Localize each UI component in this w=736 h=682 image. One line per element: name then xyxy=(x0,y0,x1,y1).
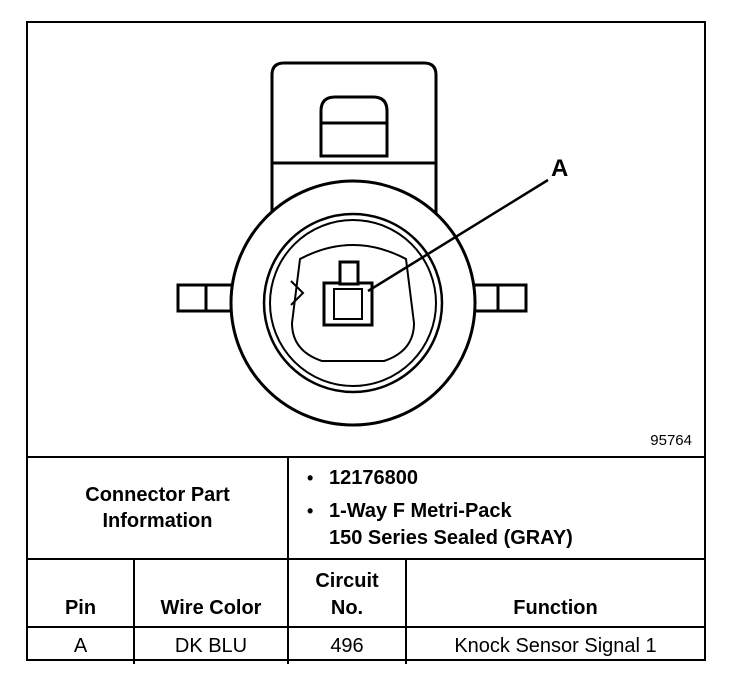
callout-leader-line xyxy=(367,178,549,293)
connector-cavity-wall xyxy=(269,219,437,387)
part-number: 12176800 xyxy=(329,466,418,489)
bullet: • xyxy=(307,467,314,488)
table-row: A DK BLU 496 Knock Sensor Signal 1 xyxy=(28,626,704,664)
figure-number: 95764 xyxy=(650,432,692,449)
header-wire-color: Wire Color xyxy=(133,558,289,628)
cell-function: Knock Sensor Signal 1 xyxy=(405,626,704,664)
part-description-line2: 150 Series Sealed (GRAY) xyxy=(329,526,573,549)
header-circuit-line2: No. xyxy=(330,597,364,619)
cell-circuit: 496 xyxy=(287,626,407,664)
connector-diagram-frame: A 95764 Connector Part Information • 121… xyxy=(26,21,706,664)
connector-drawing: A xyxy=(176,61,568,427)
part-description-item: • 1-Way F Metri-Pack 150 Series Sealed (… xyxy=(307,498,704,552)
connector-part-row: Connector Part Information • 12176800 • … xyxy=(28,456,704,560)
latch-housing xyxy=(270,61,438,248)
connector-info-table: Connector Part Information • 12176800 • … xyxy=(28,456,704,664)
cell-pin: A xyxy=(28,626,135,664)
connector-face-view: A 95764 xyxy=(28,23,704,456)
bullet: • xyxy=(307,500,314,521)
cell-wire-color: DK BLU xyxy=(133,626,289,664)
header-function-label: Function xyxy=(513,597,598,619)
connector-part-label-line2: Information xyxy=(102,510,213,532)
terminal-a-inner xyxy=(333,288,363,320)
right-mounting-ear xyxy=(472,283,528,313)
header-pin: Pin xyxy=(28,558,135,628)
header-circuit: Circuit No. xyxy=(287,558,407,628)
header-wire-color-label: Wire Color xyxy=(160,597,262,619)
terminal-a-tab xyxy=(338,260,360,286)
connector-part-details-cell: • 12176800 • 1-Way F Metri-Pack 150 Seri… xyxy=(287,456,704,560)
part-number-item: • 12176800 xyxy=(307,465,704,492)
header-circuit-line1: Circuit xyxy=(315,570,379,592)
callout-label-a: A xyxy=(551,155,568,182)
connector-part-label-cell: Connector Part Information xyxy=(28,456,289,560)
column-header-row: Pin Wire Color Circuit No. Function xyxy=(28,558,704,628)
part-description-line1: 1-Way F Metri-Pack xyxy=(329,499,512,522)
connector-part-label-line1: Connector Part xyxy=(85,484,230,506)
connector-cavity xyxy=(290,244,416,362)
header-pin-label: Pin xyxy=(64,597,97,619)
latch-tab xyxy=(319,95,389,158)
header-function: Function xyxy=(405,558,704,628)
cavity-key xyxy=(290,280,305,306)
